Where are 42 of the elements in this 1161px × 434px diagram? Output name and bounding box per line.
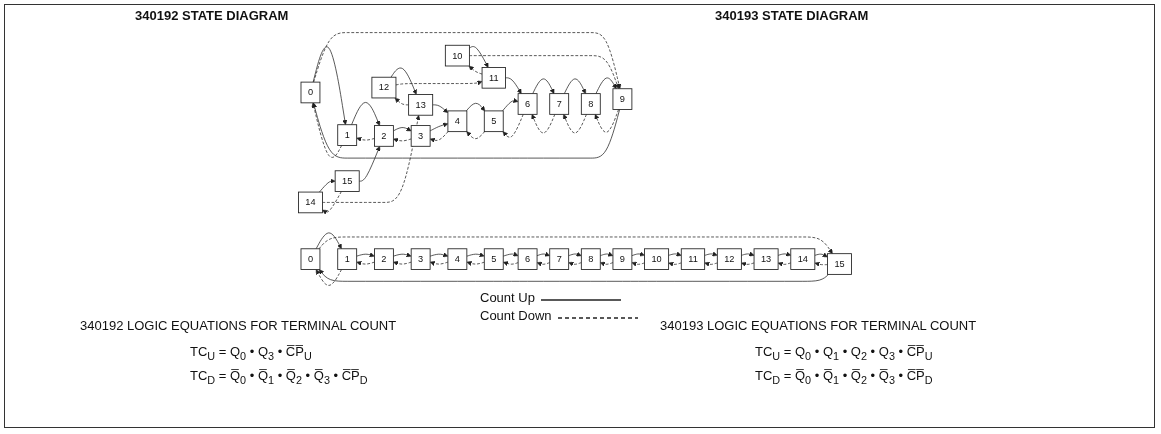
node-box: 3 — [410, 125, 431, 147]
section-heading: 340193 STATE DIAGRAM — [715, 8, 869, 23]
node-box: 4 — [447, 110, 468, 133]
node-box: 12 — [716, 248, 742, 270]
node-box: 1 — [337, 124, 358, 146]
node-box: 15 — [334, 170, 360, 192]
logic-equation: TC$_{U}$ = Q$_{0}$ • Q$_{1}$ • Q$_{2}$ • Q$_{3}$ • C̅P̅$_{U}$ — [755, 344, 933, 362]
node-box: 4 — [447, 248, 468, 270]
node-box: 8 — [580, 248, 601, 270]
node-box: 13 — [753, 248, 779, 270]
node-box: 11 — [481, 67, 506, 89]
node-box: 5 — [483, 110, 504, 133]
node-box: 9 — [612, 248, 633, 270]
node-box: 0 — [300, 248, 321, 270]
node-box: 15 — [827, 253, 852, 275]
node-box: 14 — [790, 248, 816, 270]
logic-equation: TC$_{D}$ = Q̅$_{0}$ • Q̅$_{1}$ • Q̅$_{2}$ • Q̅$_{3}$ • C̅P̅$_{D}$ — [755, 368, 933, 386]
logic-equation: TC$_{U}$ = Q$_{0}$ • Q$_{3}$ • C̅P̅$_{U}$ — [190, 344, 312, 362]
node-box: 8 — [580, 93, 601, 115]
node-box: 3 — [410, 248, 431, 270]
node-box: 6 — [517, 248, 538, 270]
node-box: 11 — [680, 248, 706, 270]
legend-label: Count Down — [480, 308, 552, 323]
node-box: 2 — [374, 125, 394, 147]
node-box: 10 — [644, 248, 670, 270]
node-box: 9 — [612, 88, 633, 110]
logic-equation: TC$_{D}$ = Q̅$_{0}$ • Q̅$_{1}$ • Q̅$_{2}$ • Q̅$_{3}$ • C̅P̅$_{D}$ — [190, 368, 368, 386]
equation-heading: 340192 LOGIC EQUATIONS FOR TERMINAL COUNT — [80, 318, 397, 333]
node-box: 6 — [517, 93, 538, 115]
node-box: 5 — [483, 248, 504, 270]
node-box: 10 — [444, 44, 470, 67]
node-box: 14 — [298, 191, 323, 214]
node-box: 2 — [374, 248, 394, 270]
node-box: 12 — [371, 76, 397, 99]
equation-heading: 340193 LOGIC EQUATIONS FOR TERMINAL COUNT — [660, 318, 977, 333]
node-box: 7 — [549, 93, 570, 115]
node-box: 1 — [337, 248, 358, 270]
node-box: 0 — [300, 81, 321, 104]
node-box: 13 — [408, 94, 434, 116]
section-heading: 340192 STATE DIAGRAM — [135, 8, 289, 23]
node-box: 7 — [549, 248, 570, 270]
legend-label: Count Up — [480, 290, 535, 305]
